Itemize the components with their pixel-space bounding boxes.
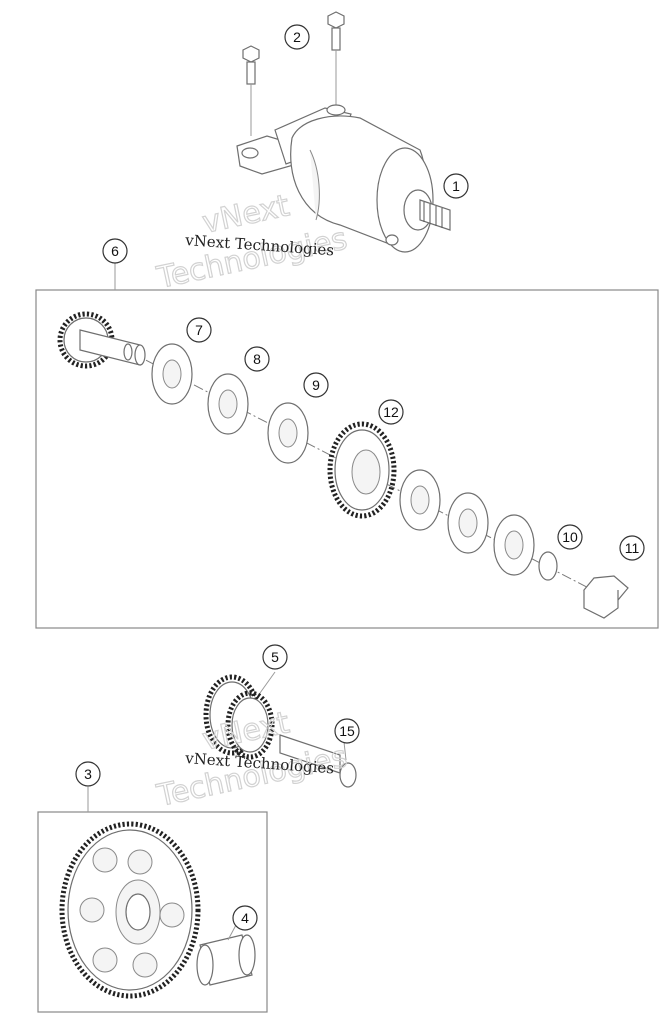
- bolt-right: [327, 11, 345, 108]
- svg-text:7: 7: [195, 322, 203, 338]
- callout-11: 11: [619, 535, 645, 561]
- svg-text:11: 11: [625, 540, 640, 556]
- svg-text:12: 12: [383, 404, 399, 420]
- watermark-bottom: vNext Technologies vNext Technologies: [153, 705, 351, 815]
- assembly-6-frame: [35, 289, 659, 629]
- svg-text:5: 5: [271, 649, 279, 665]
- idler-gear-5: [203, 671, 357, 788]
- svg-text:8: 8: [253, 351, 261, 367]
- callout-15: 15: [334, 718, 360, 744]
- callout-2: 2: [284, 24, 310, 50]
- callout-7: 7: [186, 317, 212, 343]
- svg-text:4: 4: [241, 910, 249, 926]
- callout-3: 3: [75, 761, 101, 787]
- svg-text:10: 10: [562, 529, 578, 545]
- callout-6: 6: [102, 238, 128, 264]
- callout-4: 4: [232, 905, 258, 931]
- needle-bearing-4: [196, 924, 256, 986]
- svg-text:6: 6: [111, 243, 119, 259]
- callout-1: 1: [443, 173, 469, 199]
- assembly-6-parts: [57, 311, 629, 619]
- svg-text:3: 3: [84, 766, 92, 782]
- svg-text:15: 15: [339, 723, 355, 739]
- assembly-3-frame: [37, 811, 268, 1013]
- svg-text:2: 2: [293, 29, 301, 45]
- callout-10: 10: [557, 524, 583, 550]
- ring-gear-3: [59, 821, 201, 999]
- callout-5: 5: [262, 644, 288, 670]
- starter-motor: [236, 11, 451, 253]
- callout-9: 9: [303, 372, 329, 398]
- svg-text:1: 1: [452, 178, 460, 194]
- svg-text:Technologies: Technologies: [153, 222, 350, 297]
- bolt-left: [242, 45, 260, 136]
- svg-text:9: 9: [312, 377, 320, 393]
- callout-12: 12: [378, 399, 404, 425]
- callout-8: 8: [244, 346, 270, 372]
